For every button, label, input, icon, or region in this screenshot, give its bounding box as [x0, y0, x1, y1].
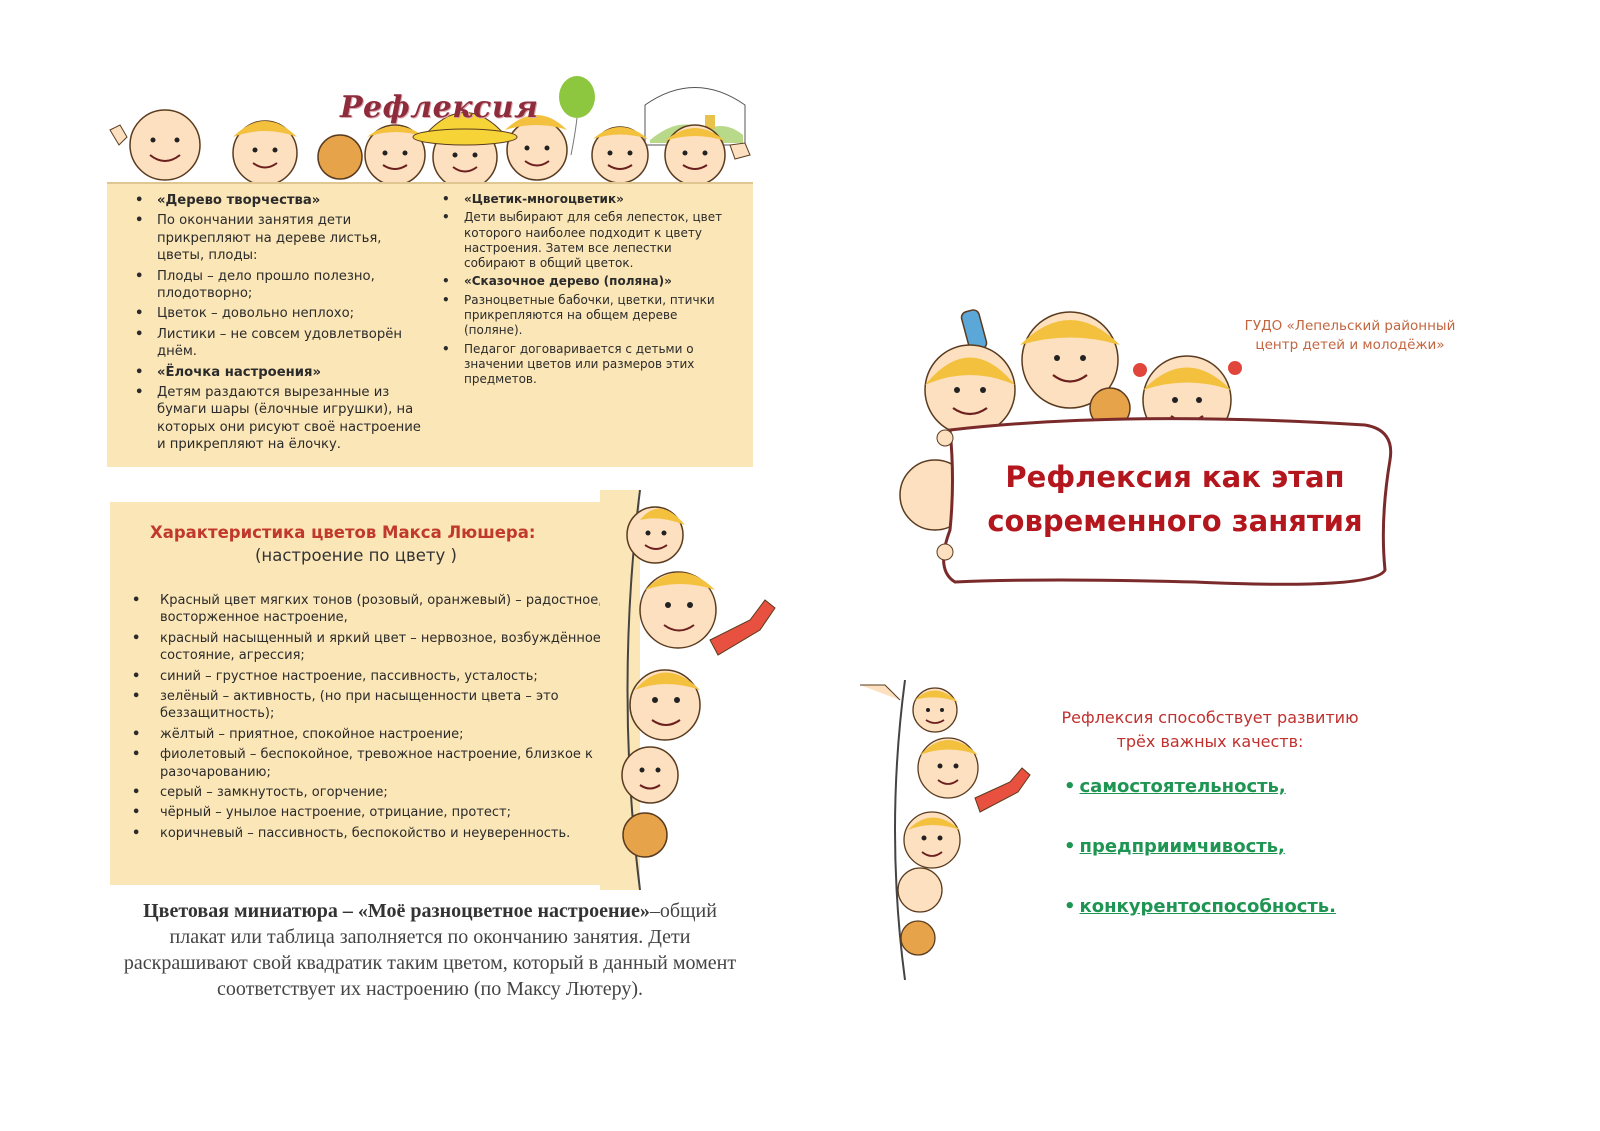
caption-text: –общий плакат или таблица заполняется по… — [123, 900, 737, 1000]
luscher-color-list: Красный цвет мягких тонов (розовый, оран… — [132, 592, 632, 845]
color-meaning-item: коричневый – пассивность, беспокойство и… — [132, 825, 632, 843]
qualities-intro-line-1: Рефлексия способствует развитию — [1061, 708, 1359, 727]
method-list-item: «Дерево творчества» — [135, 192, 425, 210]
method-list-item: «Сказочное дерево (поляна)» — [442, 274, 732, 290]
reflection-methods-panel: «Дерево творчества» По окончании занятия … — [107, 182, 753, 467]
org-line-2: центр детей и молодёжи» — [1255, 337, 1445, 353]
luscher-subtitle: (настроение по цвету ) — [255, 546, 457, 565]
quality-item: конкурентоспособность. — [1064, 896, 1337, 917]
method-list-item: «Цветик-многоцветик» — [442, 192, 732, 208]
method-list-item: Детям раздаются вырезанные из бумаги шар… — [135, 384, 425, 454]
color-meaning-item: синий – грустное настроение, пассивность… — [132, 668, 632, 686]
method-list-item: Разноцветные бабочки, цветки, птички при… — [442, 293, 732, 339]
quality-item: предприимчивость, — [1064, 836, 1285, 857]
color-meaning-item: жёлтый – приятное, спокойное настроение; — [132, 726, 632, 744]
qualities-intro: Рефлексия способствует развитию трёх важ… — [1035, 706, 1385, 754]
peeking-kids-illustration — [600, 490, 776, 890]
kids-banner-illustration — [109, 76, 751, 190]
color-meaning-item: фиолетовый – беспокойное, тревожное наст… — [132, 746, 632, 781]
luscher-title: Характеристика цветов Макса Люшера: — [150, 523, 536, 542]
method-list-item: «Ёлочка настроения» — [135, 364, 425, 382]
caption-heading: Цветовая миниатюра – «Моё разноцветное н… — [143, 900, 650, 922]
method-list-item: По окончании занятия дети прикрепляют на… — [135, 212, 425, 264]
cover-title-line-1: Рефлексия как этап — [1005, 460, 1345, 494]
reflection-title: Рефлексия — [340, 90, 539, 125]
method-list-item: Плоды – дело прошло полезно, плодотворно… — [135, 268, 425, 303]
cover-kids-scroll-illustration — [899, 309, 1393, 586]
color-meaning-item: зелёный – активность, (но при насыщеннос… — [132, 688, 632, 723]
peeking-kids-small-illustration — [860, 680, 1031, 980]
method-list-item: Педагог договаривается с детьми о значен… — [442, 342, 732, 388]
qualities-intro-line-2: трёх важных качеств: — [1116, 732, 1304, 751]
color-meaning-item: Красный цвет мягких тонов (розовый, оран… — [132, 592, 632, 627]
color-miniature-caption: Цветовая миниатюра – «Моё разноцветное н… — [115, 898, 745, 1002]
method-list-item: Цветок – довольно неплохо; — [135, 305, 425, 323]
quality-item: самостоятельность, — [1064, 776, 1286, 797]
reflection-right-column: «Цветик-многоцветик» Дети выбирают для се… — [442, 192, 732, 391]
color-meaning-item: чёрный – унылое настроение, отрицание, п… — [132, 804, 632, 822]
method-list-item: Листики – не совсем удовлетворён днём. — [135, 326, 425, 361]
color-meaning-item: красный насыщенный и яркий цвет – нервоз… — [132, 630, 632, 665]
cover-title: Рефлексия как этап современного занятия — [965, 455, 1385, 543]
method-list-item: Дети выбирают для себя лепесток, цвет ко… — [442, 210, 732, 271]
organization-name: ГУДО «Лепельский районный центр детей и … — [1230, 317, 1470, 355]
org-line-1: ГУДО «Лепельский районный — [1244, 318, 1456, 334]
color-meaning-item: серый – замкнутость, огорчение; — [132, 784, 632, 802]
cover-title-line-2: современного занятия — [987, 504, 1363, 538]
reflection-left-column: «Дерево творчества» По окончании занятия … — [135, 192, 425, 457]
